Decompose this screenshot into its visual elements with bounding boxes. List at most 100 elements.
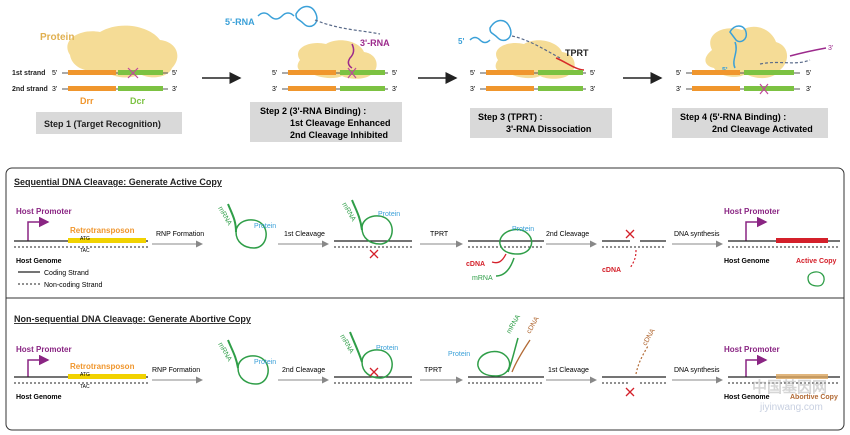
three-prime-label: 5' [172,70,177,77]
protein-label: Protein [512,226,534,233]
rnp-formation-label: RNP Formation [152,367,200,374]
three-prime-label: 3' [52,86,57,93]
step4-caption-line1: Step 4 (5'-RNA Binding) : [680,112,786,122]
protein-blob [495,40,575,79]
drr-label: Drr [80,96,94,106]
three-prime-label: 3' [392,86,397,93]
step3-caption-line2: 3'-RNA Dissociation [506,124,591,134]
second-cleavage-label: 2nd Cleavage [282,367,325,374]
watermark-line2: jiyinwang.com [759,402,823,413]
step2-caption-line3: 2nd Cleavage Inhibited [290,130,388,140]
protein-blob [67,25,178,78]
dcr-label: Dcr [130,96,146,106]
atg-label: ATG [80,236,90,242]
host-promoter-label: Host Promoter [724,345,780,354]
three-prime-label: 3' [806,86,811,93]
step1-panel: Protein 1st strand 2nd strand 5' 3' 5' 3… [12,25,182,134]
strand2-label: 2nd strand [12,86,48,93]
active-copy-element [776,238,828,243]
five-prime-label: 5' [590,70,595,77]
protein-label: Protein [448,351,470,358]
dcr-domain [118,70,163,75]
lower-panel-frame [5,167,845,431]
protein-label: Protein [254,223,276,230]
three-prime-label: 3' [590,86,595,93]
step3-caption-box [470,108,612,138]
three-prime-label: 3' [470,86,475,93]
nonsequential-title: Non-sequential DNA Cleavage: Generate Ab… [14,314,251,324]
protein-blob [297,40,377,79]
host-promoter-label: Host Promoter [16,207,72,216]
protein-label: Protein [376,345,398,352]
mrna-label: mRNA [472,275,493,282]
sequential-section: Sequential DNA Cleavage: Generate Active… [14,177,840,289]
protein-label: Protein [254,359,276,366]
step1-caption: Step 1 (Target Recognition) [44,119,161,129]
active-copy-label: Active Copy [796,258,837,265]
five-prime-label: 3' [172,86,177,93]
tprt-label: TPRT [565,48,589,58]
tac-label: TAC [80,384,90,390]
five-prime-label: 5' [806,70,811,77]
mrna-label: mRNA [506,313,523,335]
protein-blob [705,26,788,79]
step3-panel: 5' TPRT 5' 3' 5' 3' Step 3 (TPRT) : 3'-R… [458,19,612,138]
five-prime-label: 5' [52,70,57,77]
step1-caption-box [36,112,182,134]
atg-label: ATG [80,372,90,378]
rna3-label: 3'-RNA [360,38,390,48]
protein-rnp [235,219,267,249]
five-prime-label: 5' [392,70,397,77]
cdna-label: cDNA [602,267,621,274]
tac-label: TAC [80,248,90,254]
rnp-formation-label: RNP Formation [156,231,204,238]
sequential-title: Sequential DNA Cleavage: Generate Active… [14,177,222,187]
rna5-label: 5'-RNA [225,17,255,27]
three-prime-label: 3' [828,45,833,52]
step2-caption-line2: 1st Cleavage Enhanced [290,118,391,128]
five-prime-label: 5' [470,70,475,77]
watermark: 中国基因网 jiyinwang.com [752,378,827,413]
cdna-label: cDNA [466,261,485,268]
retrotransposon-label: Retrotransposon [70,226,135,235]
retrotransposon-element [68,238,146,243]
retrotransposon-element [68,374,146,379]
drr-domain [68,70,116,75]
step4-panel: 3' 5' 5' 3' 5' 3' Step 4 (5'-RNA Binding… [672,25,833,138]
five-prime-label: 5' [458,37,464,46]
dna-synthesis-label: DNA synthesis [674,231,720,238]
step4-caption-line2: 2nd Cleavage Activated [712,124,813,134]
strand1-label: 1st strand [12,70,45,77]
three-prime-label: 3' [272,86,277,93]
legend-noncoding: Non-coding Strand [44,282,102,289]
step4-caption-box [672,108,828,138]
protein-label: Protein [378,211,400,218]
tprt-label: TPRT [430,231,449,238]
abortive-copy-element [776,374,828,379]
step2-panel: 5'-RNA 3'-RNA 5' 3' 5' 3' Step 2 (3'-RNA… [225,5,402,142]
first-cleavage-label: 1st Cleavage [548,367,589,374]
abortive-copy-label: Abortive Copy [790,394,838,401]
host-promoter-label: Host Promoter [724,207,780,216]
protein-label: Protein [40,32,74,43]
tprt-label: TPRT [424,367,443,374]
step2-caption-box [250,102,402,142]
five-prime-label: 5' [272,70,277,77]
host-genome-label: Host Genome [724,258,770,265]
step2-caption-line1: Step 2 (3'-RNA Binding) : [260,106,366,116]
three-prime-label: 3' [676,86,681,93]
nonsequential-section: Non-sequential DNA Cleavage: Generate Ab… [14,313,840,401]
legend-coding: Coding Strand [44,270,89,277]
step3-caption-line1: Step 3 (TPRT) : [478,112,543,122]
host-genome-label: Host Genome [16,394,62,401]
host-genome-label: Host Genome [724,394,770,401]
second-cleavage-label: 2nd Cleavage [546,231,589,238]
retrotransposon-label: Retrotransposon [70,362,135,371]
five-prime-label: 5' [676,70,681,77]
first-cleavage-label: 1st Cleavage [284,231,325,238]
dna-synthesis-label: DNA synthesis [674,367,720,374]
cdna-label: cDNA [526,315,541,335]
cdna-label: cDNA [642,327,657,347]
watermark-line1: 中国基因网 [752,378,827,396]
